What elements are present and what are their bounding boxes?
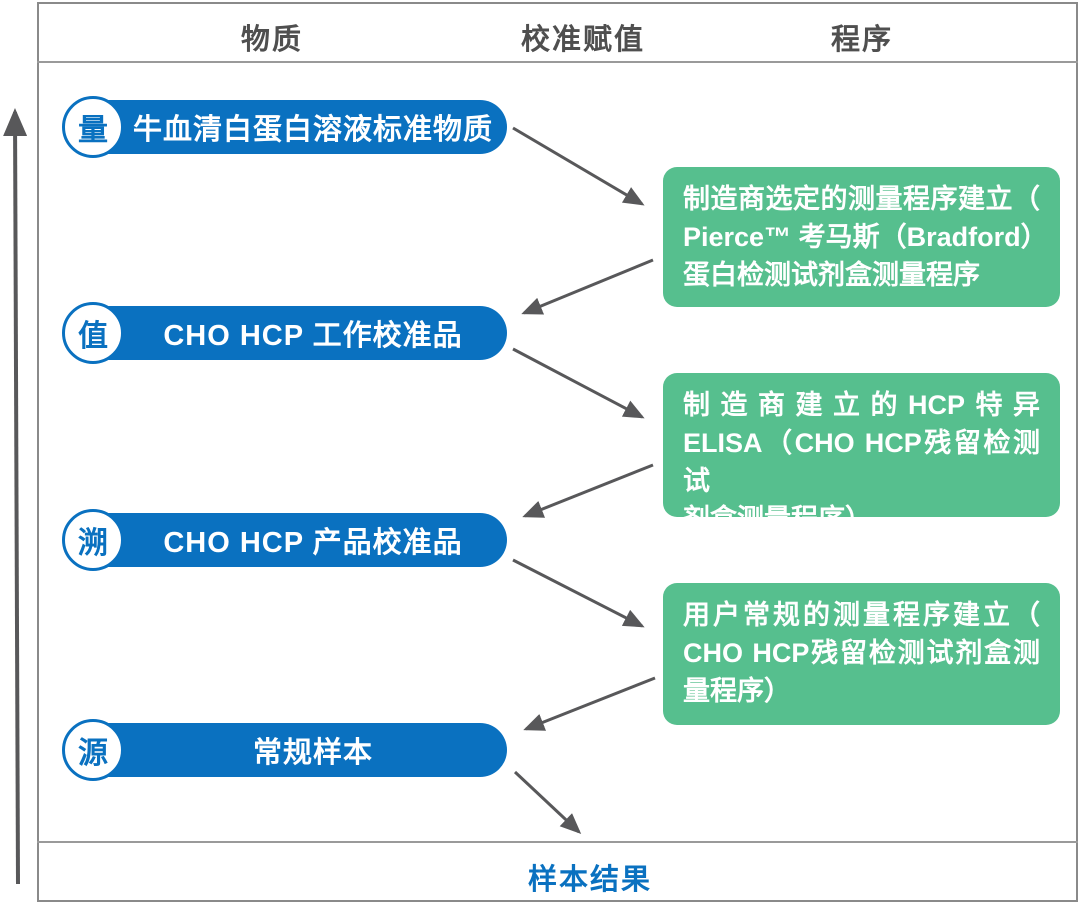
badge-source: 源 (62, 719, 124, 781)
material-label: 牛血清白蛋白溶液标准物质 (133, 114, 494, 146)
footer-divider (37, 841, 1078, 843)
procedure-line: 量程序） (683, 676, 791, 706)
column-header-procedure: 程序 (830, 24, 894, 56)
material-label: 常规样本 (252, 737, 373, 769)
up-axis-arrow-icon (3, 108, 28, 885)
badge-quantity: 量 (62, 96, 124, 158)
procedure-box-elisa: 制造商建立的HCP特异 ELISA（CHO HCP残留检测试 剂盒测量程序） (663, 373, 1060, 534)
sample-result-label: 样本结果 (527, 864, 652, 896)
procedure-line: ELISA（CHO HCP残留检测试 (683, 428, 1040, 496)
material-pill-working-calibrator: 值 CHO HCP 工作校准品 (62, 302, 507, 364)
procedure-box-user-routine: 用户常规的测量程序建立（ CHO HCP残留检测试剂盒测 量程序） (663, 583, 1060, 725)
material-pill-bsa: 量 牛血清白蛋白溶液标准物质 (62, 96, 507, 158)
procedure-line: 蛋白检测试剂盒测量程序 (683, 260, 980, 290)
header-divider (37, 61, 1078, 63)
procedure-line: 用户常规的测量程序建立（ (683, 600, 1040, 630)
procedure-box-bradford: 制造商选定的测量程序建立（ Pierce™ 考马斯（Bradford） 蛋白检测… (663, 167, 1060, 307)
procedure-line: 剂盒测量程序） (683, 504, 872, 534)
material-label: CHO HCP 产品校准品 (163, 527, 463, 559)
procedure-line: CHO HCP残留检测试剂盒测 (683, 638, 1040, 668)
material-pill-routine-sample: 源 常规样本 (62, 719, 507, 781)
badge-value: 值 (62, 302, 124, 364)
badge-trace: 溯 (62, 509, 124, 571)
procedure-line: 制造商选定的测量程序建立（ (683, 184, 1040, 214)
procedure-line: 制造商建立的HCP特异 (683, 390, 1040, 420)
material-pill-product-calibrator: 溯 CHO HCP 产品校准品 (62, 509, 507, 571)
column-header-substance: 物质 (240, 24, 304, 56)
procedure-line: Pierce™ 考马斯（Bradford） (683, 222, 1048, 252)
material-label: CHO HCP 工作校准品 (163, 320, 463, 352)
column-header-calibration: 校准赋值 (520, 24, 646, 56)
